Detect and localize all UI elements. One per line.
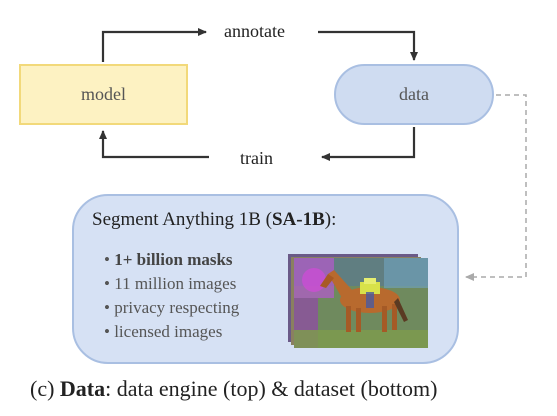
model-label: model bbox=[81, 84, 126, 104]
train-arrow-right bbox=[321, 127, 416, 161]
bullet-item: • privacy respecting bbox=[104, 298, 240, 317]
figure-caption: (c) Data: data engine (top) & dataset (b… bbox=[30, 376, 438, 401]
annotate-arrow-left bbox=[101, 28, 207, 62]
bullet-item: • 1+ billion masks bbox=[104, 250, 233, 269]
train-label: train bbox=[240, 148, 273, 168]
data-label: data bbox=[399, 84, 429, 104]
bullet-item: • licensed images bbox=[104, 322, 223, 341]
horse-mask-image bbox=[294, 258, 428, 348]
bullet-item: • 11 million images bbox=[104, 274, 237, 293]
model-node: model bbox=[19, 64, 188, 125]
dataset-dashed-arrow bbox=[465, 94, 527, 281]
dataset-title: Segment Anything 1B (SA-1B): bbox=[92, 209, 337, 230]
train-arrow-left bbox=[99, 130, 209, 159]
annotate-label: annotate bbox=[224, 21, 285, 41]
sample-image-stack bbox=[288, 254, 428, 348]
data-node: data bbox=[334, 64, 494, 125]
dataset-bullets: • 1+ billion masks • 11 million images •… bbox=[104, 248, 239, 344]
annotate-arrow-right bbox=[318, 30, 418, 61]
